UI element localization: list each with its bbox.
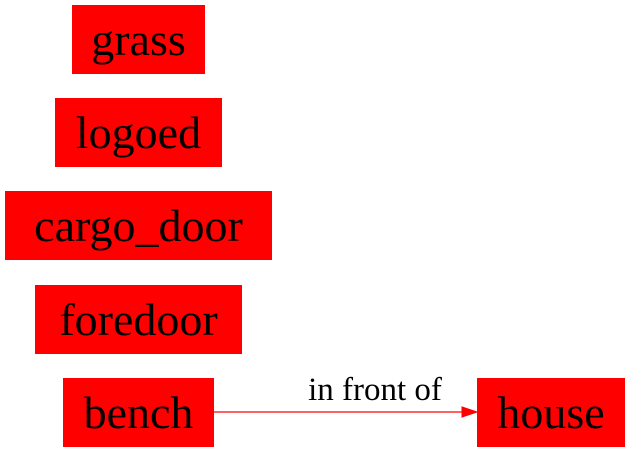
node-label-grass: grass <box>91 13 186 65</box>
node-label-foredoor: foredoor <box>59 293 218 345</box>
node-grass: grass <box>72 5 205 74</box>
node-foredoor: foredoor <box>35 285 242 354</box>
node-label-cargo-door: cargo_door <box>34 199 243 251</box>
node-label-house: house <box>497 386 605 438</box>
node-cargo-door: cargo_door <box>5 191 272 260</box>
node-label-bench: bench <box>83 386 194 438</box>
node-label-logoed: logoed <box>75 106 202 158</box>
edge-label-in-front-of: in front of <box>308 372 442 408</box>
edge-arrowhead <box>461 406 479 418</box>
node-bench: bench <box>63 378 214 447</box>
node-house: house <box>477 378 625 447</box>
node-logoed: logoed <box>55 98 222 167</box>
